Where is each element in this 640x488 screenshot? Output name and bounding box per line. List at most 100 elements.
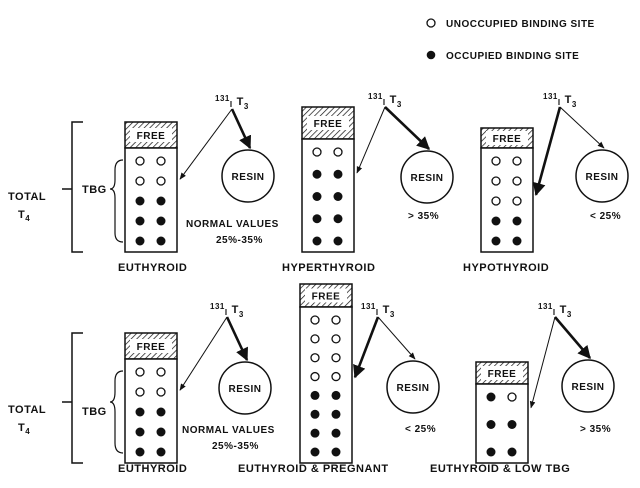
tracer-to-tbg-arrow <box>179 316 228 391</box>
free-label: FREE <box>314 119 343 130</box>
occupied-site-icon <box>156 427 166 437</box>
unoccupied-site-icon <box>156 367 166 377</box>
resin-label: RESIN <box>228 384 261 395</box>
resin-label: RESIN <box>571 382 604 393</box>
resin-label: RESIN <box>231 172 264 183</box>
resin-uptake-value: > 35% <box>580 424 611 435</box>
tbg-label: TBG <box>82 184 107 196</box>
unoccupied-site-icon <box>331 353 341 363</box>
unoccupied-site-icon <box>507 392 517 402</box>
tbg-box: FREE <box>480 127 534 253</box>
panel-label: EUTHYROID <box>118 463 187 475</box>
unoccupied-site-icon <box>491 156 501 166</box>
resin-label: RESIN <box>396 383 429 394</box>
resin-uptake-value: > 35% <box>408 211 439 222</box>
occupied-site-icon <box>486 447 496 457</box>
occupied-site-icon <box>135 196 145 206</box>
t4-label: T4 <box>18 209 30 223</box>
occupied-site-icon <box>135 427 145 437</box>
occupied-site-icon <box>333 192 343 201</box>
free-label: FREE <box>493 134 522 145</box>
resin-uptake-value: < 25% <box>590 211 621 222</box>
normal-range-label: 25%-35% <box>212 441 259 452</box>
unoccupied-site-icon <box>331 315 341 325</box>
panel-label: EUTHYROID & LOW TBG <box>430 463 570 475</box>
tbg-box: FREE <box>124 332 178 464</box>
occupied-site-icon <box>491 216 501 226</box>
resin-circle <box>221 149 275 203</box>
normal-values-label: NORMAL VALUES <box>186 219 279 230</box>
occupied-site-icon <box>312 214 322 224</box>
occupied-site-icon <box>156 447 166 457</box>
tracer-to-resin-arrow <box>377 316 416 360</box>
legend: UNOCCUPIED BINDING SITE OCCUPIED BINDING… <box>426 18 594 62</box>
binding-region <box>301 138 355 253</box>
unoccupied-site-icon <box>135 176 145 186</box>
occupied-site-icon <box>507 420 517 429</box>
occupied-site-icon <box>331 390 341 400</box>
free-label-bg <box>481 366 523 380</box>
tbg-box: FREE <box>124 121 178 253</box>
tracer-to-resin-arrow <box>225 316 249 362</box>
occupied-site-icon <box>312 236 322 246</box>
normal-values-label: NORMAL VALUES <box>182 425 275 436</box>
occupied-site-icon <box>331 447 341 457</box>
unoccupied-site-icon <box>512 176 522 186</box>
occupied-site-icon <box>135 447 145 457</box>
occupied-site-icon <box>331 428 341 438</box>
occupied-site-legend-icon <box>426 50 436 60</box>
unoccupied-site-icon <box>135 387 145 397</box>
occupied-site-icon <box>331 409 341 419</box>
occupied-site-icon <box>512 216 522 226</box>
unoccupied-site-icon <box>512 196 522 206</box>
occupied-site-icon <box>156 196 166 206</box>
binding-region <box>124 358 178 464</box>
tracer-to-resin-arrow <box>230 108 252 150</box>
unoccupied-site-icon <box>156 156 166 166</box>
total-label: TOTAL <box>8 404 46 416</box>
free-label: FREE <box>137 342 166 353</box>
tbg-box: FREE <box>299 283 353 464</box>
tracer-to-tbg-arrow <box>356 106 386 174</box>
occupied-site-icon <box>486 420 496 429</box>
unoccupied-site-icon <box>310 353 320 363</box>
panel-label: HYPERTHYROID <box>282 262 375 274</box>
free-label-bg <box>130 339 172 353</box>
free-label-bg <box>307 116 349 130</box>
occupied-site-icon <box>135 216 145 226</box>
unoccupied-site-icon <box>135 367 145 377</box>
unoccupied-site-icon <box>333 147 343 157</box>
binding-region <box>299 306 353 464</box>
tbg-box: FREE <box>475 361 529 464</box>
free-label-bg <box>305 288 347 303</box>
unoccupied-site-icon <box>331 371 341 382</box>
normal-range-label: 25%-35% <box>216 235 263 246</box>
occupied-site-icon <box>333 236 343 246</box>
free-label-bg <box>486 131 528 145</box>
unoccupied-site-icon <box>331 334 341 344</box>
unoccupied-site-icon <box>491 176 501 186</box>
occupied-site-icon <box>135 407 145 417</box>
free-label: FREE <box>312 292 341 303</box>
panel-label: EUTHYROID <box>118 262 187 274</box>
tracer-to-resin-arrow <box>554 316 591 359</box>
occupied-site-icon <box>310 447 320 457</box>
occupied-site-icon <box>156 236 166 246</box>
unoccupied-site-icon <box>310 371 320 382</box>
tracer-to-tbg-arrow <box>353 316 380 379</box>
tracer-to-tbg-arrow <box>529 316 556 409</box>
resin-circle <box>575 149 629 203</box>
total-t4-bracket-bottom: TOTAL T4 TBG <box>8 332 124 464</box>
unoccupied-site-icon <box>512 156 522 166</box>
total-t4-bracket-top: TOTAL T4 TBG <box>8 121 124 253</box>
occupied-site-icon <box>310 428 320 438</box>
